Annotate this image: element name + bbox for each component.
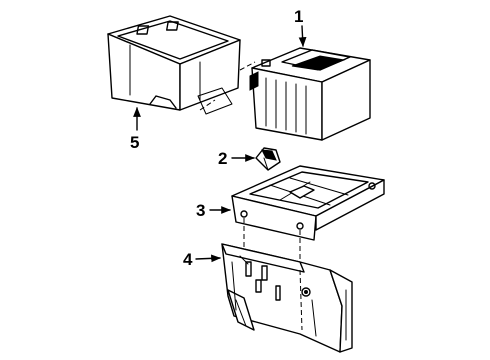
terminal-cap [255,147,281,171]
callout-3-label: 3 [196,201,205,220]
callout-5: 5 [130,107,141,152]
callout-4-leader [195,254,221,263]
callout-2-label: 2 [218,149,227,168]
battery-cover [107,15,241,111]
battery-tray [231,165,385,241]
callout-5-label: 5 [130,133,139,152]
callout-2: 2 [218,149,255,168]
callout-1-label: 1 [294,7,303,26]
callout-3: 3 [196,201,231,220]
callout-1: 1 [294,7,307,47]
battery [249,47,371,141]
callout-4-label: 4 [183,250,193,269]
support-bracket [221,243,353,353]
cover-alignment-lines [197,61,256,115]
callout-1-leader [298,25,307,47]
callout-4: 4 [183,250,221,269]
